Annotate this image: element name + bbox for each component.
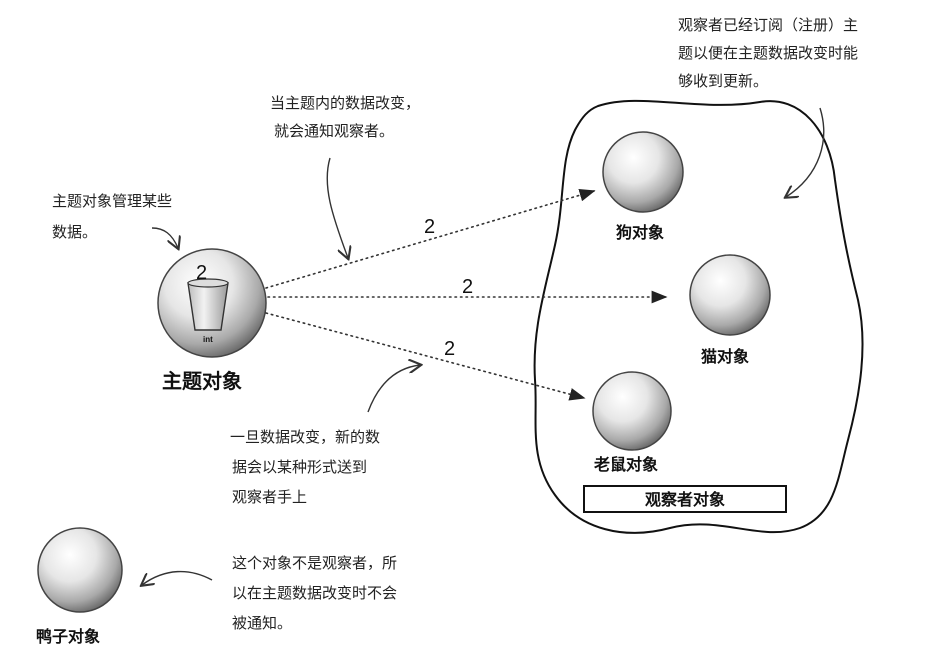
- subject-label: 主题对象: [162, 369, 242, 393]
- arrow-value-cat: 2: [462, 276, 473, 298]
- subject-value: 2: [196, 262, 207, 284]
- note-subject-line1: 主题对象管理某些: [52, 192, 172, 210]
- note-newdata-line3: 观察者手上: [232, 488, 307, 506]
- observer-group-box: [583, 485, 787, 513]
- cup-label: int: [203, 335, 213, 344]
- observer-group-label: 观察者对象: [645, 490, 725, 509]
- note-registered-line2: 题以便在主题数据改变时能: [678, 44, 858, 62]
- mouse-object: [592, 371, 672, 451]
- observers-boundary: [533, 99, 864, 534]
- arrow-value-dog: 2: [424, 216, 435, 238]
- duck-label: 鸭子对象: [36, 627, 100, 646]
- subject-object: 2 int: [157, 248, 267, 358]
- note-duck-line3: 被通知。: [232, 614, 292, 632]
- arrow-to-dog: [265, 188, 596, 289]
- note-registered-line1: 观察者已经订阅（注册）主: [678, 16, 858, 34]
- cup-icon: [187, 282, 229, 331]
- note-change-line1: 当主题内的数据改变，: [270, 94, 420, 112]
- dog-object: [602, 131, 684, 213]
- note-newdata-line1: 一旦数据改变，新的数: [230, 428, 380, 446]
- arrow-to-mouse: [265, 312, 586, 401]
- cat-object: [689, 254, 771, 336]
- note-change-pointer: [326, 157, 348, 258]
- arrow-value-mouse: 2: [444, 338, 455, 360]
- note-newdata-line2: 据会以某种形式送到: [232, 458, 367, 476]
- cat-label: 猫对象: [701, 347, 749, 366]
- dog-label: 狗对象: [616, 223, 664, 242]
- note-duck-line1: 这个对象不是观察者，所: [232, 554, 397, 572]
- note-change-line2: 就会通知观察者。: [274, 122, 394, 140]
- note-newdata-pointer: [367, 365, 420, 413]
- note-duck-line2: 以在主题数据改变时不会: [232, 584, 397, 602]
- note-subject-pointer: [151, 227, 178, 248]
- duck-object: [37, 527, 123, 613]
- note-subject-line2: 数据。: [52, 223, 97, 241]
- note-registered-pointer: [786, 107, 825, 197]
- note-duck-pointer: [142, 570, 213, 585]
- note-registered-line3: 够收到更新。: [678, 72, 768, 90]
- mouse-label: 老鼠对象: [593, 455, 658, 474]
